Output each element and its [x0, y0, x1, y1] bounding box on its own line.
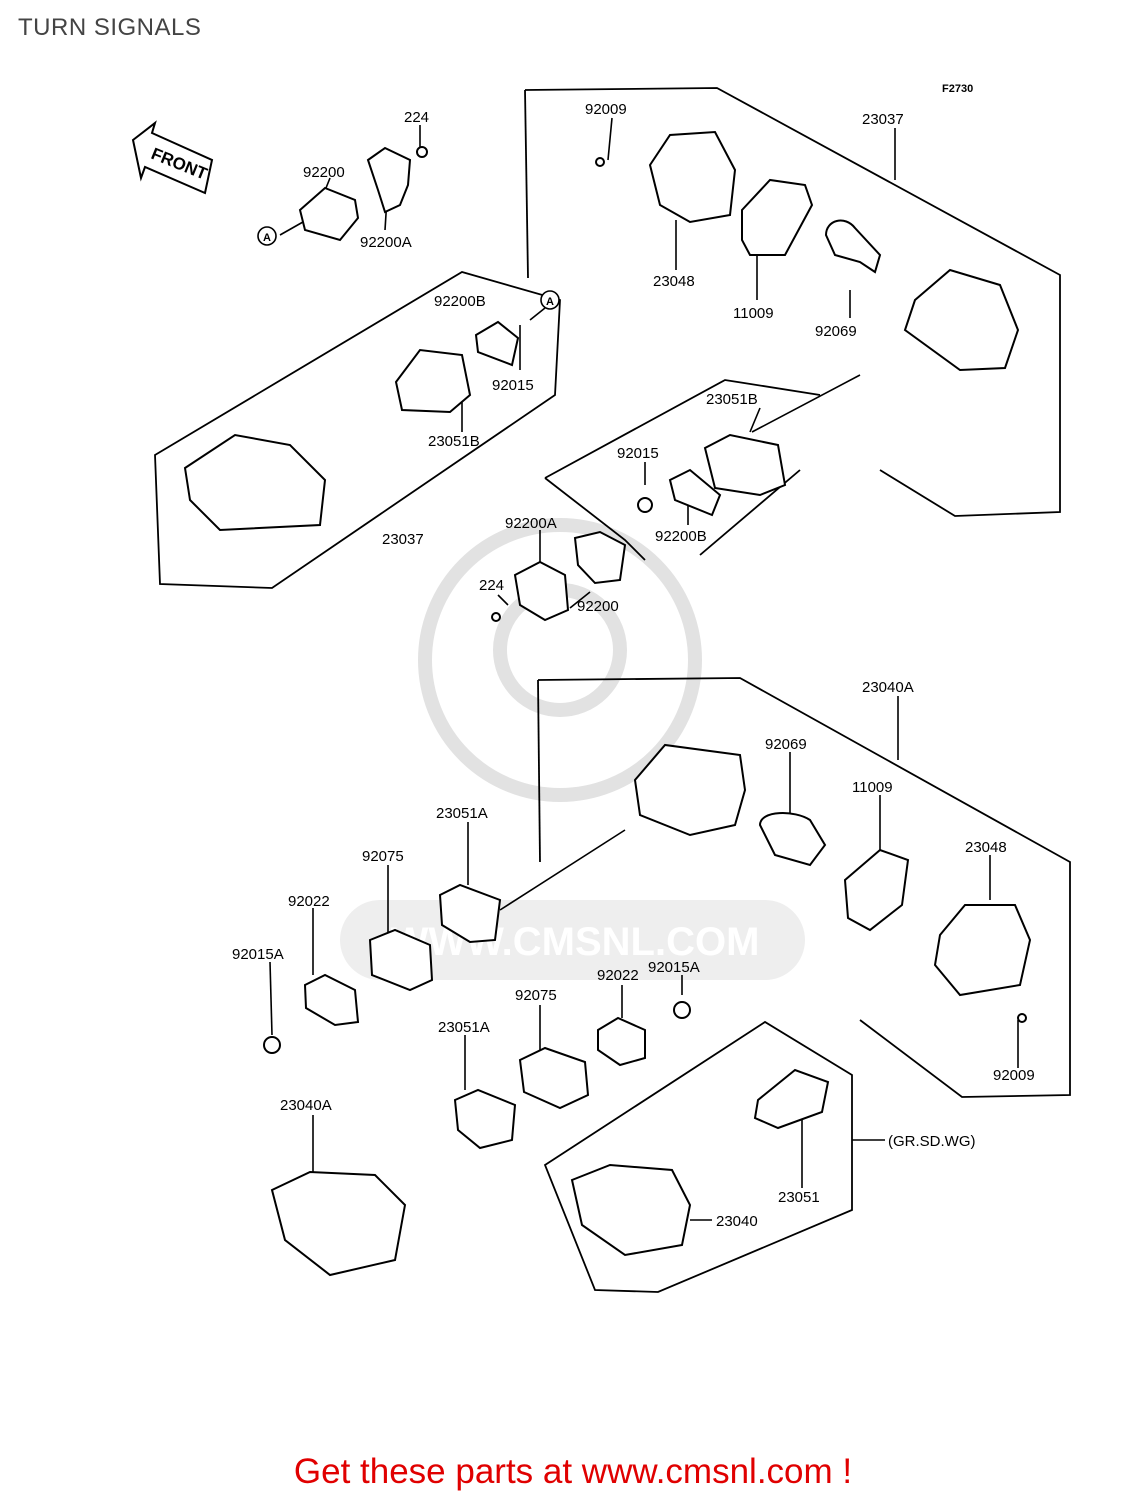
- housing-23037-right: [903, 268, 1020, 372]
- ref-marker-a-mid: [540, 290, 560, 310]
- grommet-92075-a: [368, 928, 434, 992]
- housing-23040A-box: [633, 743, 747, 837]
- label-23051B-left: 23051B: [428, 433, 480, 450]
- label-92009-top: 92009: [585, 101, 627, 118]
- screw-92009-top: [595, 157, 605, 167]
- label-23051A-a: 23051A: [436, 805, 488, 822]
- upper-right-group-side: [524, 89, 529, 279]
- label-92200B-left: 92200B: [434, 293, 486, 310]
- group-outlines: [154, 87, 1071, 1293]
- label-224-top: 224: [404, 109, 429, 126]
- upper-right-group-outline: [524, 87, 1061, 517]
- bracket-92200A-mid: [513, 560, 570, 622]
- lens-23048-low: [933, 904, 1032, 997]
- nut-92015-right: [637, 497, 653, 513]
- housing-23037-left: [183, 433, 327, 532]
- part-labels: 224 92200 92200A 92009 23037 23048 11009…: [232, 101, 1035, 1230]
- label-92022-b: 92022: [597, 967, 639, 984]
- label-92022-a: 92022: [288, 893, 330, 910]
- label-92015A-a: 92015A: [232, 946, 284, 963]
- plate-92200-top: [298, 186, 360, 242]
- nut-92015A-a: [263, 1036, 281, 1054]
- gasket-11009-low: [843, 848, 910, 932]
- label-23037-top: 23037: [862, 111, 904, 128]
- svg-text:A: A: [263, 232, 271, 244]
- label-92200B-right: 92200B: [655, 528, 707, 545]
- bracket-92200A-top: [366, 146, 412, 214]
- screw-224-mid: [491, 612, 501, 622]
- label-92015-right: 92015: [617, 445, 659, 462]
- plate-92200B-right: [668, 468, 722, 517]
- label-11009-top: 11009: [733, 305, 774, 322]
- label-23048-low: 23048: [965, 839, 1007, 856]
- screw-92009-low: [1017, 1013, 1027, 1023]
- label-23051A-b: 23051A: [438, 1019, 490, 1036]
- label-23051-low: 23051: [778, 1189, 820, 1206]
- washer-92022-a: [303, 973, 360, 1027]
- part-drawings: [183, 130, 1032, 1277]
- page-title: TURN SIGNALS: [18, 14, 202, 41]
- label-92069-low: 92069: [765, 736, 807, 753]
- washer-92022-b: [597, 1016, 646, 1067]
- rubber-23051B-right: [703, 433, 787, 497]
- label-92015A-b: 92015A: [648, 959, 700, 976]
- plate-92200-mid: [573, 530, 627, 585]
- front-arrow-icon: [131, 120, 214, 195]
- label-92200A-top: 92200A: [360, 234, 412, 251]
- label-23037-left: 23037: [382, 531, 424, 548]
- housing-23040-low: [570, 1163, 692, 1257]
- label-92075-b: 92075: [515, 987, 557, 1004]
- watermark: [340, 518, 805, 980]
- label-23040A-box: 23040A: [862, 679, 914, 696]
- label-23048-top: 23048: [653, 273, 695, 290]
- label-92015-left: 92015: [492, 377, 534, 394]
- note-label: (GR.SD.WG): [888, 1133, 976, 1150]
- label-23051B-right: 23051B: [706, 391, 758, 408]
- nut-92015A-b: [673, 1001, 691, 1019]
- plate-92200B-left: [474, 320, 520, 367]
- housing-23040A-low: [270, 1170, 407, 1277]
- rubber-23051-low: [753, 1068, 830, 1130]
- rubber-23051A-a: [438, 883, 502, 944]
- rubber-23051B-left: [394, 348, 472, 414]
- lens-23048-top: [648, 130, 737, 224]
- rubber-23051A-b: [453, 1088, 517, 1150]
- bulb-92069-low: [758, 812, 827, 867]
- label-92200-mid: 92200: [577, 598, 619, 615]
- label-92200-top: 92200: [303, 164, 345, 181]
- svg-text:A: A: [546, 296, 554, 308]
- bulb-92069-top: [824, 219, 882, 274]
- label-92075-a: 92075: [362, 848, 404, 865]
- label-224-mid: 224: [479, 577, 504, 594]
- label-11009-low: 11009: [852, 779, 893, 796]
- screw-224-top: [416, 146, 428, 158]
- label-92009-low: 92009: [993, 1067, 1035, 1084]
- gasket-11009-top: [741, 178, 814, 256]
- ref-markers: A A: [257, 226, 560, 310]
- lower-right-group-outline: [537, 677, 1071, 1098]
- label-23040A-low: 23040A: [280, 1097, 332, 1114]
- label-92069-top: 92069: [815, 323, 857, 340]
- middle-right-group-outline: [544, 379, 821, 479]
- bottom-group-outline: [543, 1020, 853, 1293]
- label-92200A-mid: 92200A: [505, 515, 557, 532]
- ref-marker-a-top: [257, 226, 277, 246]
- figure-code: F2730: [942, 83, 973, 95]
- upper-left-group-outline: [154, 271, 561, 589]
- grommet-92075-b: [518, 1046, 590, 1110]
- label-23040-low: 23040: [716, 1213, 758, 1230]
- footer-link[interactable]: Get these parts at www.cmsnl.com !: [293, 1452, 853, 1491]
